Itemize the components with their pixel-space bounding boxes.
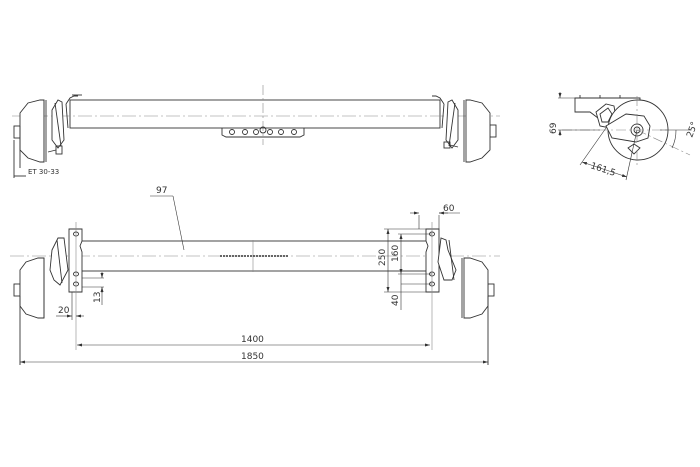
- side-view: [558, 92, 691, 181]
- tube-size-label: 97: [156, 186, 167, 196]
- right-mounting-bracket: [425, 222, 440, 350]
- front-view: [10, 195, 500, 365]
- right-brake-drum-front: [437, 237, 495, 365]
- right-brake-drum-top: [432, 95, 497, 163]
- side-angle-label: 25°: [685, 121, 700, 139]
- mount-span-label: 1400: [241, 335, 264, 345]
- overall-width-label: 1850: [241, 352, 264, 362]
- left-brake-drum-front: [13, 237, 69, 365]
- bracket-width-label: 60: [443, 204, 455, 214]
- hole-spacing-label: 160: [391, 245, 401, 262]
- left-brake-drum-top: [13, 94, 82, 168]
- side-height-label: 69: [549, 122, 559, 134]
- hole-offset-label: 13: [93, 292, 103, 303]
- bracket-height-label: 250: [378, 249, 388, 266]
- bracket-edge-label: 20: [58, 306, 70, 316]
- top-view: [12, 85, 500, 178]
- et-offset-label: ET 30-33: [28, 168, 59, 176]
- lower-offset-label: 40: [391, 294, 401, 306]
- left-mounting-bracket: [68, 222, 83, 350]
- side-arm-length-label: 161,5: [589, 161, 617, 178]
